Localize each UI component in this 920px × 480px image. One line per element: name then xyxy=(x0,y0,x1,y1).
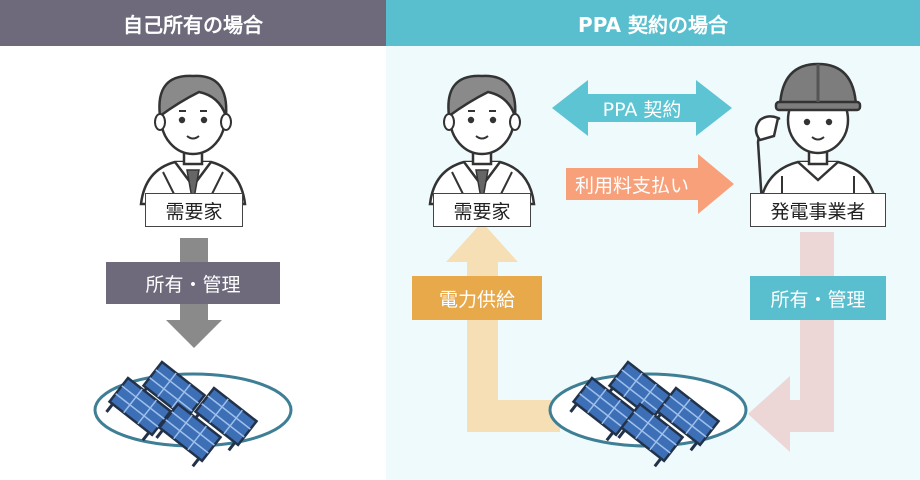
return-arrow xyxy=(748,232,834,452)
producer-label: 発電事業者 xyxy=(750,193,886,227)
right-ownership-tag: 所有・管理 xyxy=(750,276,886,320)
worker-helmet-icon xyxy=(754,62,878,206)
left-ownership-tag: 所有・管理 xyxy=(106,262,280,304)
payment-arrow xyxy=(566,154,734,214)
supply-tag: 電力供給 xyxy=(412,276,542,320)
right-header: PPA 契約の場合 xyxy=(386,0,920,46)
right-consumer-label: 需要家 xyxy=(433,193,531,227)
left-consumer-label: 需要家 xyxy=(145,193,243,227)
supply-arrow xyxy=(446,222,560,432)
right-solar-array xyxy=(548,360,748,471)
payment-arrow-label: 利用料支払い xyxy=(574,174,689,197)
left-businessman-icon xyxy=(139,74,247,206)
right-businessman-icon xyxy=(428,74,536,206)
contract-arrow-label: PPA 契約 xyxy=(602,98,682,121)
left-solar-array xyxy=(93,360,293,471)
contract-double-arrow xyxy=(552,80,732,136)
left-header: 自己所有の場合 xyxy=(0,0,386,46)
